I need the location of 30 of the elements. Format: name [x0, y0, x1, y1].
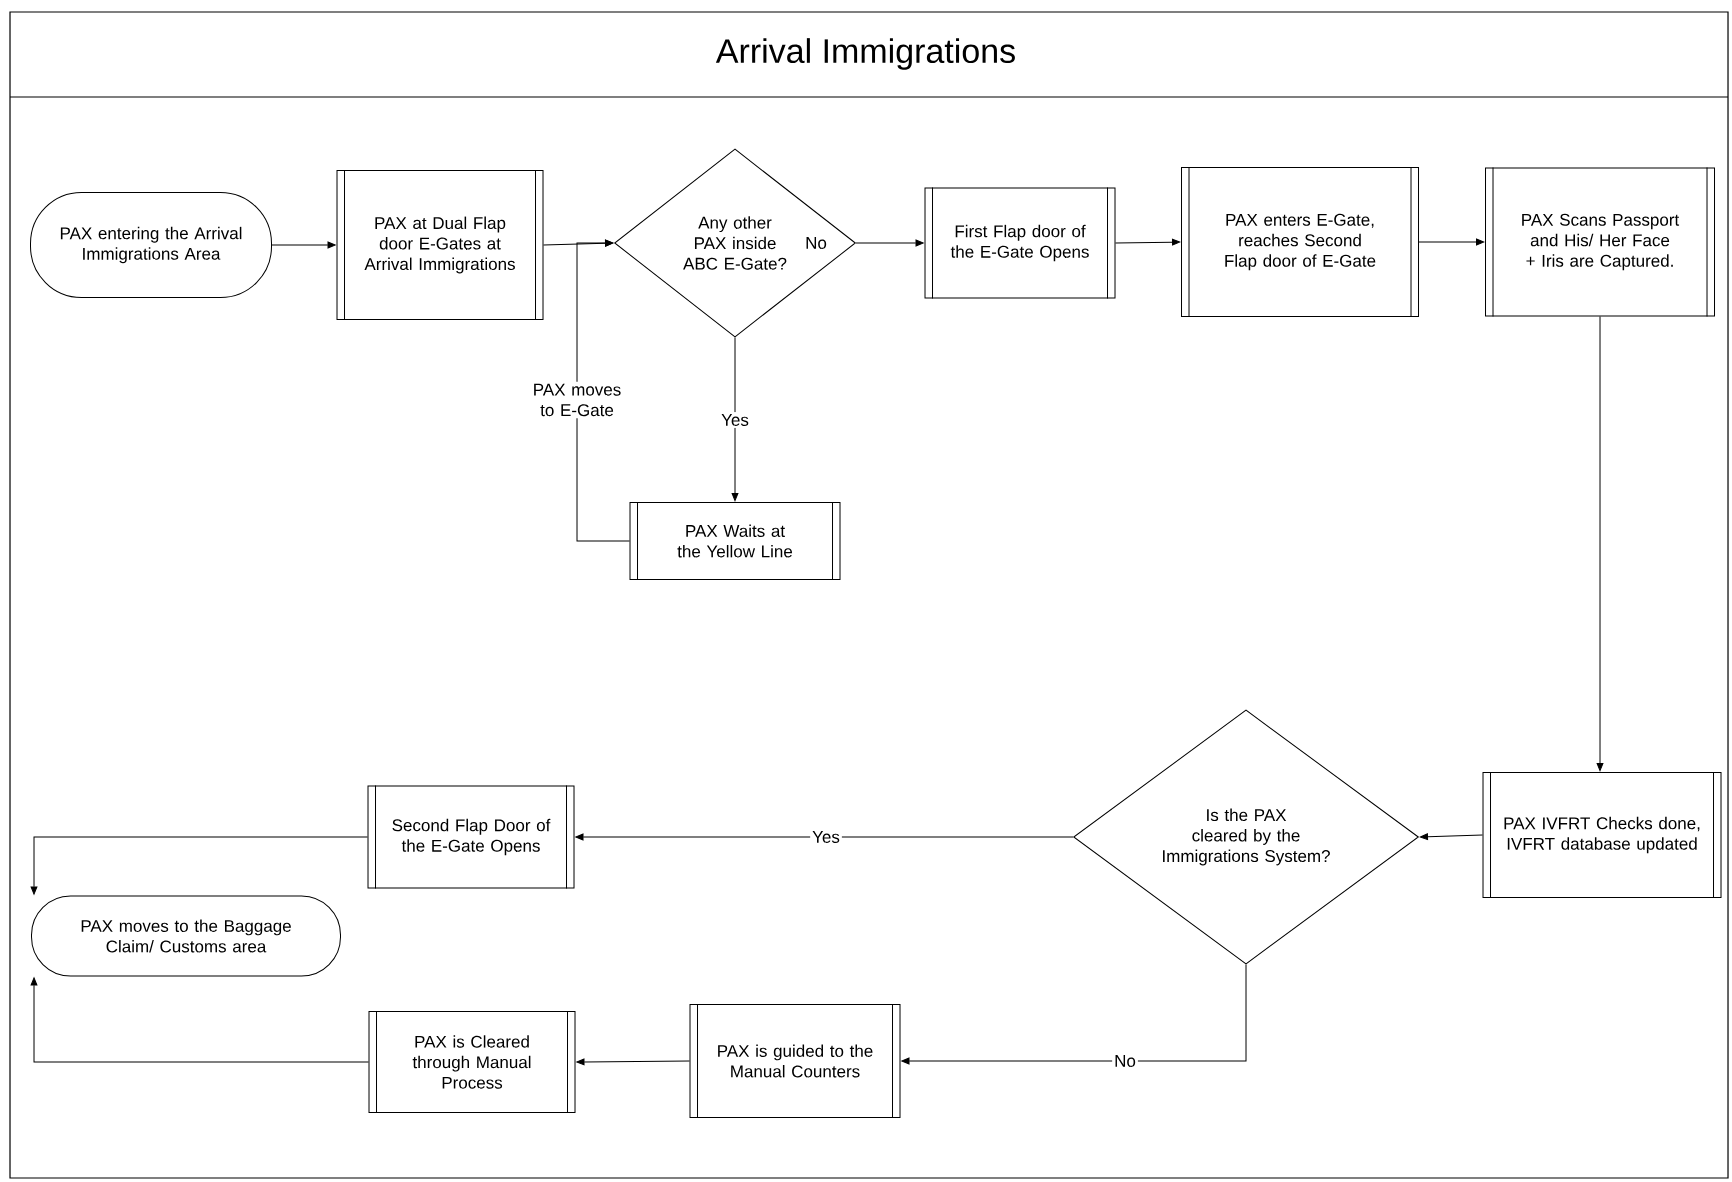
arrow	[576, 1058, 690, 1066]
arrow	[731, 337, 739, 502]
process-box: First Flap door of the E-Gate Opens	[924, 187, 1116, 299]
process-box: PAX is guided to the Manual Counters	[689, 1003, 901, 1119]
arrow	[576, 239, 630, 542]
arrow	[1419, 833, 1483, 841]
arrow	[575, 833, 1074, 841]
arrow	[1115, 238, 1181, 246]
process-box: PAX IVFRT Checks done, IVFRT database updated	[1482, 771, 1722, 899]
title: Arrival Immigrations	[715, 38, 1015, 70]
process-box: PAX Waits at the Yellow Line	[629, 501, 841, 581]
process-box: PAX is Cleared through Manual Process	[368, 1010, 576, 1114]
arrow	[855, 239, 924, 247]
process-box: PAX enters E-Gate, reaches Second Flap door of E-Gate	[1181, 166, 1419, 318]
edge-label: PAX moves to E-Gate	[520, 381, 634, 419]
process-box: PAX at Dual Flap door E-Gates at Arrival Immigrations	[336, 169, 544, 321]
arrow	[271, 241, 336, 249]
arrow	[1418, 238, 1485, 246]
terminal-box: PAX entering the Arrival Immigrations Area	[30, 192, 272, 298]
process-box: PAX Scans Passport and His/ Her Face + Iris are Captured.	[1485, 167, 1715, 317]
edge-label: Yes	[810, 829, 842, 845]
arrow	[30, 836, 368, 895]
edge-label: No	[803, 235, 829, 251]
edge-label: No	[1112, 1053, 1138, 1069]
arrow	[30, 977, 369, 1063]
arrow	[901, 964, 1247, 1065]
arrow	[1596, 316, 1604, 772]
process-box: Second Flap Door of the E-Gate Opens	[367, 785, 575, 889]
edge-label: Yes	[719, 412, 751, 428]
terminal-box: PAX moves to the Baggage Claim/ Customs area	[31, 895, 341, 977]
